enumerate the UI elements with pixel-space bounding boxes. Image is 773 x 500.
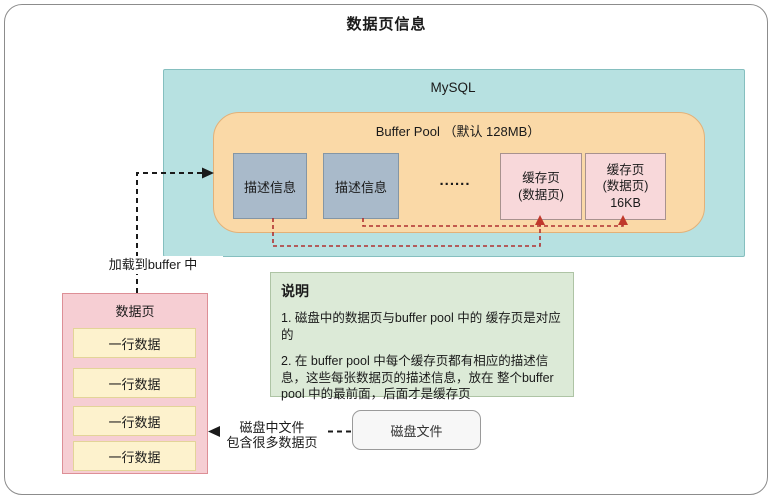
disk-note-line-2: 包含很多数据页	[226, 435, 318, 451]
note-item-2: 2. 在 buffer pool 中每个缓存页都有相应的描述信息，这些每张数据页…	[281, 354, 554, 401]
disk-file-box: 磁盘文件	[352, 410, 481, 450]
disk-note-line-1: 磁盘中文件	[239, 420, 305, 435]
note-heading: 说明	[281, 283, 309, 299]
desc-info-box-1: 描述信息	[233, 153, 307, 219]
data-row: 一行数据	[73, 368, 196, 398]
cache-page-line: 缓存页	[606, 163, 645, 178]
ellipsis-dots: ......	[439, 172, 471, 189]
note-item-1: 1. 磁盘中的数据页与buffer pool 中的 缓存页是对应的	[281, 311, 561, 342]
data-row: 一行数据	[73, 328, 196, 358]
cache-page-line: (数据页)	[518, 187, 564, 202]
load-to-buffer-label: 加载到buffer 中	[83, 256, 223, 274]
disk-file-label: 磁盘文件	[390, 423, 443, 439]
cache-page-box-2: 缓存页 (数据页) 16KB	[585, 153, 666, 220]
disk-note-label: 磁盘中文件 包含很多数据页	[220, 420, 324, 451]
cache-page-line: (数据页)	[602, 179, 649, 194]
data-page-title: 数据页	[115, 304, 155, 319]
cache-page-line: 缓存页	[522, 171, 560, 186]
note-box: 说明 1. 磁盘中的数据页与buffer pool 中的 缓存页是对应的 2. …	[270, 272, 574, 401]
data-row: 一行数据	[73, 441, 196, 471]
mysql-label: MySQL	[430, 80, 476, 95]
data-row: 一行数据	[73, 406, 196, 436]
cache-page-box-1: 缓存页 (数据页)	[500, 153, 582, 220]
desc-info-label: 描述信息	[334, 179, 387, 195]
desc-info-label: 描述信息	[243, 179, 296, 195]
cache-page-line: 16KB	[610, 195, 641, 210]
page-title: 数据页信息	[346, 16, 427, 33]
buffer-pool-label: Buffer Pool （默认 128MB）	[375, 124, 541, 139]
desc-info-box-2: 描述信息	[323, 153, 399, 219]
